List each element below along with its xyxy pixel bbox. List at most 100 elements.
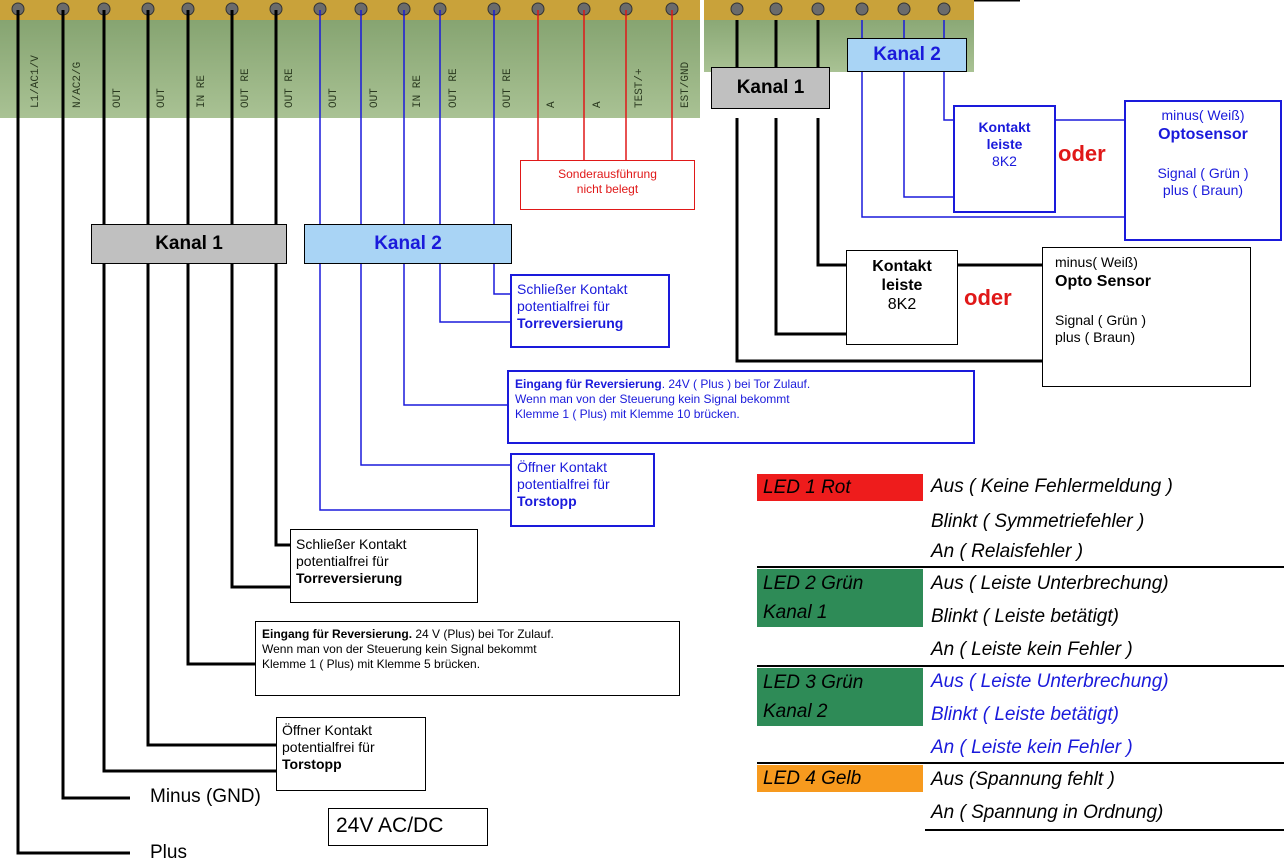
minus-label: Minus (GND) — [150, 786, 261, 807]
kanal2-label-left: Kanal 2 — [304, 224, 512, 264]
pcb-label-5: IN RE — [196, 74, 208, 108]
led4-badge-text: LED 4 Gelb — [763, 768, 862, 789]
pcb-label-2: N/AC2/G — [72, 61, 84, 108]
led4-badge: LED 4 Gelb — [757, 765, 923, 792]
k1-eingang-rest: 24 V (Plus) bei Tor Zulauf. — [412, 627, 554, 641]
pcb-label-9: OUT — [369, 88, 381, 108]
k1-eingang-line3: Klemme 1 ( Plus) mit Klemme 5 brücken. — [262, 657, 481, 671]
led2-badge-text2: Kanal 1 — [763, 602, 828, 623]
right-kanal1-text: Kanal 1 — [736, 77, 805, 98]
k2-eingang-line3: Klemme 1 ( Plus) mit Klemme 10 brücken. — [515, 407, 740, 421]
kanal1-text: Kanal 1 — [155, 233, 223, 254]
k2-eingang-rest: . 24V ( Plus ) bei Tor Zulauf. — [661, 377, 811, 391]
led1-divider — [757, 566, 1284, 568]
k2-eingang-bold: Eingang für Reversierung — [515, 377, 662, 391]
right-kanal2-wires — [861, 20, 1124, 218]
k1-optosensor-box: minus( Weiß) Opto Sensor Signal ( Grün )… — [1042, 247, 1251, 387]
k2-eingang-line2: Wenn man von der Steuerung kein Signal b… — [515, 392, 790, 406]
led1-line1: Aus ( Keine Fehlermeldung ) — [931, 476, 1173, 497]
k1-kontakt-line1: Kontakt — [872, 258, 932, 275]
k2-kontaktleiste-box: Kontakt leiste 8K2 — [953, 105, 1056, 213]
k2-eingang-line1: Eingang für Reversierung. 24V ( Plus ) b… — [515, 377, 967, 392]
k1-oeffner-line2: potentialfrei für — [282, 739, 375, 755]
pcb-label-11: OUT RE — [448, 68, 460, 108]
k1-oder: oder — [964, 285, 1012, 310]
k1-opto-line4: plus ( Braun) — [1055, 329, 1136, 345]
sonder-line2: nicht belegt — [576, 182, 639, 196]
k1-eingang-line1: Eingang für Reversierung. 24 V (Plus) be… — [262, 627, 673, 642]
k2-schliesser-line1: Schließer Kontakt — [517, 281, 628, 297]
terminal-screw-19 — [811, 2, 825, 16]
kanal1-wires — [16, 10, 290, 855]
led2-line1: Aus ( Leiste Unterbrechung) — [931, 573, 1169, 594]
pcb-label-8: OUT — [328, 88, 340, 108]
pcb-label-16: EST/GND — [680, 61, 692, 108]
kanal1-label-left: Kanal 1 — [91, 224, 287, 264]
k1-eingang-bold: Eingang für Reversierung. — [262, 627, 413, 641]
led1-badge: LED 1 Rot — [757, 474, 923, 501]
k2-kontakt-line1: Kontakt — [978, 119, 1031, 135]
k1-opto-line1: minus( Weiß) — [1055, 254, 1138, 270]
terminal-screws — [11, 2, 951, 16]
k1-schliesser-line1: Schließer Kontakt — [296, 536, 407, 552]
pcb-label-13: A — [546, 101, 558, 108]
led3-badge-text: LED 3 Grün — [763, 672, 864, 693]
pcb-label-12: OUT RE — [502, 68, 514, 108]
led1-line3: An ( Relaisfehler ) — [931, 541, 1084, 562]
kanal2-label-right: Kanal 2 — [847, 38, 967, 72]
k1-schliesser-line3: Torreversierung — [296, 570, 403, 586]
terminal-screw-18 — [769, 2, 783, 16]
right-kanal2-text: Kanal 2 — [873, 44, 941, 65]
k2-opto-line4: plus ( Braun) — [1162, 182, 1244, 198]
kanal1-label-right: Kanal 1 — [711, 67, 830, 109]
led3-line2: Blinkt ( Leiste betätigt) — [931, 704, 1119, 725]
k2-oeffner-box: Öffner Kontakt potentialfrei für Torstop… — [510, 453, 655, 527]
k2-oeffner-line2: potentialfrei für — [517, 476, 610, 492]
k1-opto-line3: Signal ( Grün ) — [1055, 312, 1147, 328]
k2-kontakt-line3: 8K2 — [992, 153, 1017, 169]
k2-eingang-box: Eingang für Reversierung. 24V ( Plus ) b… — [507, 370, 975, 444]
kanal2-text: Kanal 2 — [374, 233, 442, 254]
led3-line3: An ( Leiste kein Fehler ) — [931, 737, 1133, 758]
pcb-label-4: OUT — [156, 88, 168, 108]
k1-kontakt-line3: 8K2 — [887, 296, 917, 313]
pcb-label-7: OUT RE — [284, 68, 296, 108]
voltage-text: 24V AC/DC — [336, 814, 444, 837]
k1-eingang-line2: Wenn man von der Steuerung kein Signal b… — [262, 642, 537, 656]
pcb-label-15: TEST/+ — [634, 68, 646, 108]
led1-line2: Blinkt ( Symmetriefehler ) — [931, 511, 1145, 532]
k2-schliesser-box: Schließer Kontakt potentialfrei für Torr… — [510, 274, 670, 348]
led2-badge-text: LED 2 Grün — [763, 573, 864, 594]
sonder-line1: Sonderausführung — [558, 167, 657, 181]
led2-line2: Blinkt ( Leiste betätigt) — [931, 606, 1119, 627]
led1-badge-text: LED 1 Rot — [763, 477, 851, 498]
led3-badge-text2: Kanal 2 — [763, 701, 828, 722]
right-kanal1-wires — [735, 20, 1042, 363]
k2-opto-line3: Signal ( Grün ) — [1157, 165, 1249, 181]
k1-oeffner-line3: Torstopp — [282, 756, 342, 772]
led4-divider — [925, 829, 1284, 831]
voltage-box: 24V AC/DC — [328, 808, 488, 846]
led3-divider — [757, 762, 1284, 764]
terminal-screw-21 — [897, 2, 911, 16]
led3-badge: LED 3 Grün Kanal 2 — [757, 668, 923, 726]
led2-divider — [757, 665, 1284, 667]
terminal-screw-22 — [937, 2, 951, 16]
k2-oder: oder — [1058, 141, 1106, 166]
k2-oeffner-line3: Torstopp — [517, 493, 577, 509]
k2-optosensor-box: minus( Weiß) Optosensor Signal ( Grün ) … — [1124, 100, 1282, 241]
k1-oeffner-box: Öffner Kontakt potentialfrei für Torstop… — [276, 717, 426, 791]
pcb-label-1: L1/AC1/V — [30, 55, 42, 108]
k1-eingang-box: Eingang für Reversierung. 24 V (Plus) be… — [255, 621, 680, 696]
k1-schliesser-box: Schließer Kontakt potentialfrei für Torr… — [290, 529, 478, 603]
k1-opto-line2: Opto Sensor — [1055, 273, 1152, 290]
k2-opto-line2: Optosensor — [1158, 126, 1248, 143]
sonder-box: Sonderausführung nicht belegt — [520, 160, 695, 210]
plus-label: Plus — [150, 842, 187, 863]
led2-badge: LED 2 Grün Kanal 1 — [757, 569, 923, 627]
k1-oeffner-line1: Öffner Kontakt — [282, 722, 373, 738]
k1-kontaktleiste-box: Kontakt leiste 8K2 — [846, 250, 958, 345]
pcb-label-6: OUT RE — [240, 68, 252, 108]
led4-line2: An ( Spannung in Ordnung) — [931, 802, 1164, 823]
